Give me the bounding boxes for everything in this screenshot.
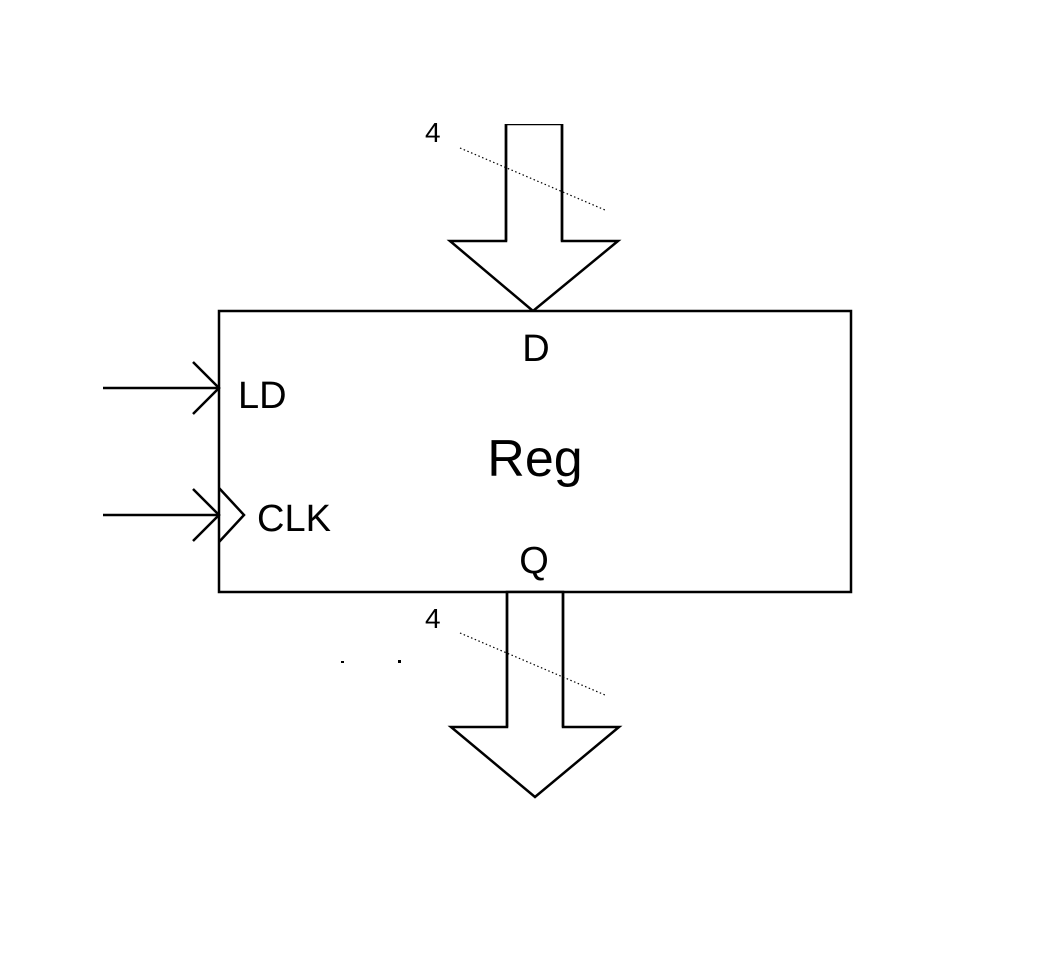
input-bus-width-label: 4 (425, 117, 441, 148)
stray-mark (341, 661, 344, 663)
load-signal-label: LD (238, 375, 287, 417)
input-port-label: D (522, 328, 549, 370)
clock-arrowhead (192, 488, 221, 542)
output-bus-arrow (447, 590, 623, 799)
output-bus-arrow-shape (447, 590, 623, 799)
input-bus-arrow (446, 110, 622, 313)
clock-edge-triangle (218, 487, 246, 543)
clock-input-wire (103, 488, 221, 542)
input-bus-arrow-shape (446, 122, 622, 313)
register-name-label: Reg (487, 430, 582, 488)
clock-signal-label: CLK (257, 498, 331, 540)
output-port-label: Q (519, 540, 549, 582)
register-box (217, 309, 853, 594)
output-bus-width-label: 4 (425, 603, 441, 634)
load-arrowhead (192, 361, 221, 415)
load-input-wire (103, 361, 221, 415)
stray-mark (398, 660, 401, 663)
